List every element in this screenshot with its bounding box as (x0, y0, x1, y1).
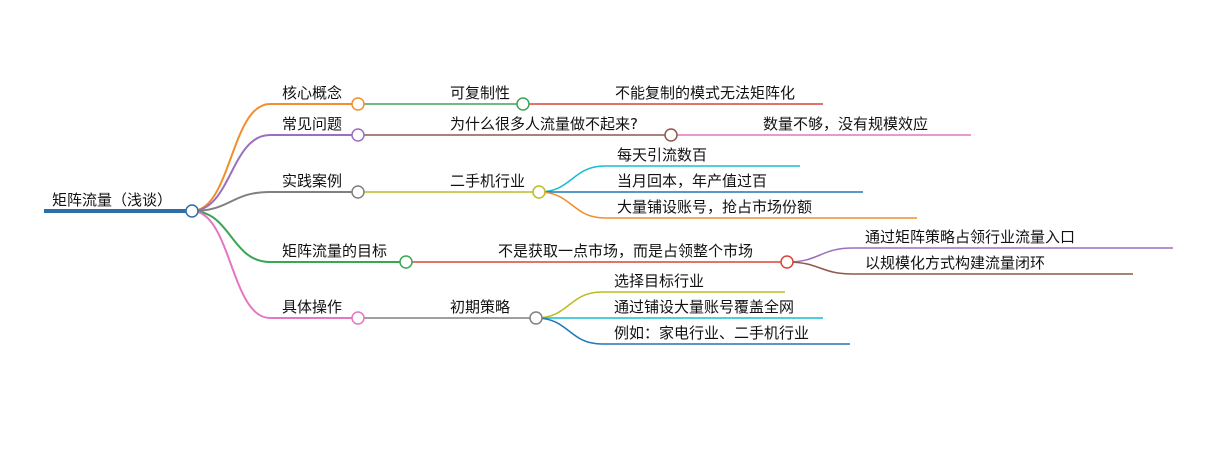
child-label: 不是获取一点市场，而是占领整个市场 (498, 242, 753, 260)
child-node[interactable] (516, 97, 530, 111)
child-label: 二手机行业 (450, 172, 525, 190)
edge-root-to-branch (191, 191, 271, 212)
edge-root-to-branch (191, 210, 271, 263)
child-node[interactable] (664, 128, 678, 142)
child-label: 初期策略 (450, 298, 510, 316)
leaf-label: 大量铺设账号，抢占市场份额 (617, 198, 812, 216)
mind-map-edges (44, 103, 1173, 345)
branch-label: 核心概念 (282, 84, 342, 102)
edge-child-to-leaf (538, 165, 606, 193)
edge-root-to-branch (191, 134, 271, 212)
branch-label: 常见问题 (282, 115, 342, 133)
child-label: 为什么很多人流量做不起来? (450, 115, 638, 133)
edge-child-to-leaf (786, 261, 854, 275)
branch-node[interactable] (351, 311, 365, 325)
branch-label: 矩阵流量的目标 (282, 242, 387, 260)
child-node[interactable] (529, 311, 543, 325)
child-node[interactable] (780, 255, 794, 269)
branch-node[interactable] (351, 128, 365, 142)
leaf-label: 通过铺设大量账号覆盖全网 (614, 298, 794, 316)
leaf-label: 通过矩阵策略占领行业流量入口 (865, 228, 1075, 246)
leaf-label: 以规模化方式构建流量闭环 (865, 254, 1045, 272)
branch-node[interactable] (351, 185, 365, 199)
edge-child-to-leaf (535, 317, 603, 345)
leaf-label: 不能复制的模式无法矩阵化 (615, 84, 795, 102)
leaf-label: 数量不够，没有规模效应 (763, 115, 928, 133)
leaf-label: 选择目标行业 (614, 272, 704, 290)
branch-label: 实践案例 (282, 172, 342, 190)
leaf-label: 例如：家电行业、二手机行业 (614, 324, 809, 342)
edge-root-to-branch (191, 210, 271, 319)
edge-child-to-leaf (538, 191, 606, 219)
leaf-label: 每天引流数百 (617, 146, 707, 164)
edge-root-to-branch (191, 103, 271, 212)
root-node[interactable] (185, 204, 199, 218)
branch-node[interactable] (399, 255, 413, 269)
child-label: 可复制性 (450, 84, 510, 102)
edge-child-to-leaf (786, 247, 854, 263)
branch-label: 具体操作 (282, 298, 342, 316)
edge-child-to-leaf (535, 291, 603, 319)
child-node[interactable] (532, 185, 546, 199)
leaf-label: 当月回本，年产值过百 (617, 172, 767, 190)
root-label: 矩阵流量（浅谈） (52, 191, 172, 209)
branch-node[interactable] (351, 97, 365, 111)
